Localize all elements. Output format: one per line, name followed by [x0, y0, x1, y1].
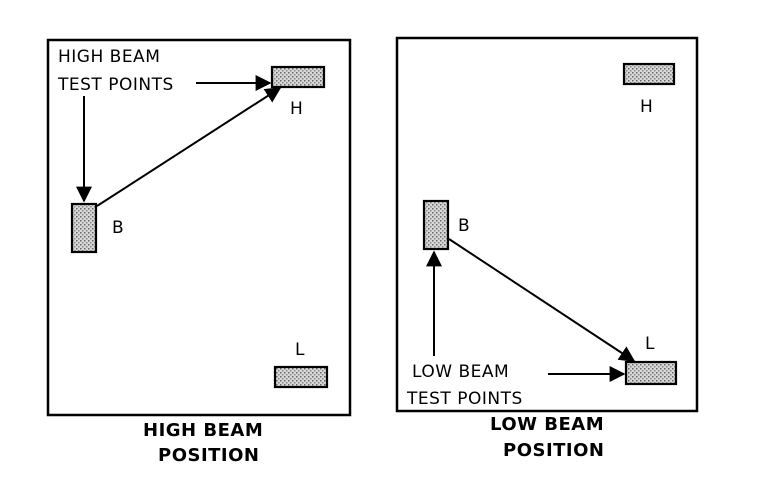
high-beam-caption-line2: POSITION: [158, 445, 260, 466]
high-beam-label-line2: TEST POINTS: [57, 75, 174, 95]
low-beam-caption-line2: POSITION: [503, 440, 605, 461]
low-beam-point-l-box: [624, 360, 678, 386]
low-beam-point-b-box: [422, 199, 450, 251]
low-beam-point-b-letter: B: [458, 216, 470, 236]
high-beam-b-to-h-arrow: [96, 87, 282, 207]
high-beam-point-h-letter: H: [290, 99, 303, 119]
low-beam-b-to-l-arrow: [448, 238, 636, 362]
high-beam-caption-line1: HIGH BEAM: [143, 420, 263, 441]
high-beam-panel: HIGH BEAM TEST POINTS H B L HIGH BEAM PO…: [46, 38, 352, 466]
low-beam-label-line2: TEST POINTS: [406, 389, 523, 409]
high-beam-label-line1: HIGH BEAM: [58, 47, 160, 67]
high-beam-point-b-box: [70, 202, 98, 254]
high-beam-point-h-box: [270, 65, 326, 89]
low-beam-point-h-box: [622, 62, 676, 86]
low-beam-point-l-letter: L: [645, 334, 655, 354]
high-beam-point-l-letter: L: [295, 340, 305, 360]
high-beam-point-l-box: [273, 365, 329, 389]
low-beam-label-line1: LOW BEAM: [412, 362, 509, 382]
high-beam-point-b-letter: B: [112, 218, 124, 238]
low-beam-point-h-letter: H: [640, 97, 653, 117]
low-beam-panel: H B L LOW BEAM TEST POINTS LOW BEAM POSI…: [395, 36, 699, 461]
low-beam-caption-line1: LOW BEAM: [490, 414, 604, 435]
high-beam-screen: [46, 38, 352, 417]
